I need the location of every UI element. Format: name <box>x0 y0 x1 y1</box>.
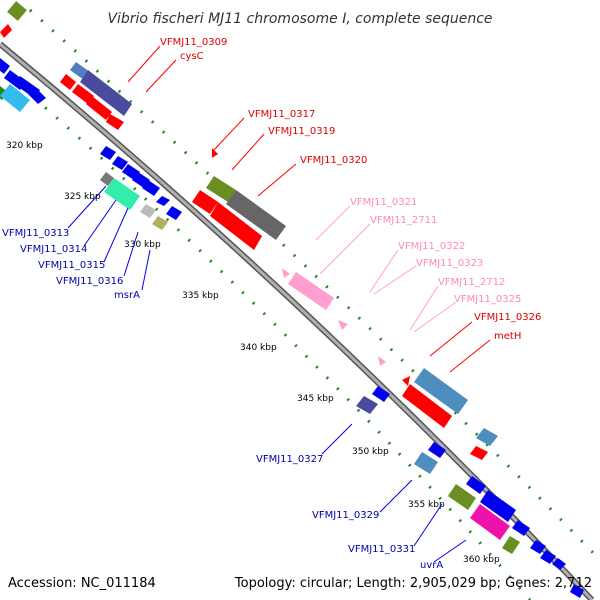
topology-text: Topology: circular; Length: 2,905,029 bp… <box>234 576 592 591</box>
gene-label: VFMJ11_0331 <box>348 544 415 555</box>
gene-label: metH <box>494 331 521 342</box>
tick-label: 335 kbp <box>182 291 219 301</box>
gene-cluster-313 <box>100 146 182 230</box>
gene-label: msrA <box>114 290 140 301</box>
gene-label: uvrA <box>420 560 443 571</box>
gene-label: VFMJ11_0319 <box>268 126 335 137</box>
labels-red <box>127 45 491 373</box>
gene-label: VFMJ11_0326 <box>474 312 541 323</box>
gene-cluster-317 <box>192 148 286 250</box>
gene-label: VFMJ11_0316 <box>56 276 123 287</box>
tick-label: 360 kbp <box>463 555 500 565</box>
gene-label: VFMJ11_0322 <box>398 241 465 252</box>
gene-cluster-321 <box>282 268 386 366</box>
map-title: Vibrio fischeri MJ11 chromosome I, compl… <box>107 11 492 27</box>
gene-label: VFMJ11_0313 <box>2 228 69 239</box>
gene-label: VFMJ11_0321 <box>350 197 417 208</box>
tick-label: 320 kbp <box>6 141 43 151</box>
tick-label: 325 kbp <box>64 192 101 202</box>
dotted-tracks <box>0 8 600 600</box>
tick-labels: 320 kbp 325 kbp 330 kbp 335 kbp 340 kbp … <box>6 141 500 565</box>
gene-label: VFMJ11_0325 <box>454 294 521 305</box>
labels-pink <box>315 205 457 333</box>
gene-label: VFMJ11_0323 <box>416 258 483 269</box>
tick-label: 330 kbp <box>124 240 161 250</box>
gene-cluster-309 <box>60 62 132 130</box>
gene-label: VFMJ11_0315 <box>38 260 105 271</box>
tick-label: 340 kbp <box>240 343 277 353</box>
gene-label: VFMJ11_0317 <box>248 109 315 120</box>
tick-label: 350 kbp <box>352 447 389 457</box>
gene-cluster-326 <box>402 368 498 460</box>
labels-blue <box>67 185 467 563</box>
gene-cluster-left <box>0 1 46 112</box>
accession-text: Accession: NC_011184 <box>8 576 156 591</box>
gene-label: cysC <box>180 51 204 62</box>
gene-label: VFMJ11_0327 <box>256 454 323 465</box>
gene-label: VFMJ11_2712 <box>438 277 505 288</box>
tick-label: 355 kbp <box>408 500 445 510</box>
gene-label: VFMJ11_0309 <box>160 37 227 48</box>
gene-label: VFMJ11_0314 <box>20 244 87 255</box>
gene-cluster-327 <box>356 386 390 414</box>
gene-label: VFMJ11_0329 <box>312 510 379 521</box>
tick-label: 345 kbp <box>297 394 334 404</box>
gene-cluster-329 <box>414 442 446 474</box>
gene-cluster-331 <box>448 476 584 598</box>
gene-label: VFMJ11_0320 <box>300 155 367 166</box>
gene-label: VFMJ11_2711 <box>370 215 437 226</box>
